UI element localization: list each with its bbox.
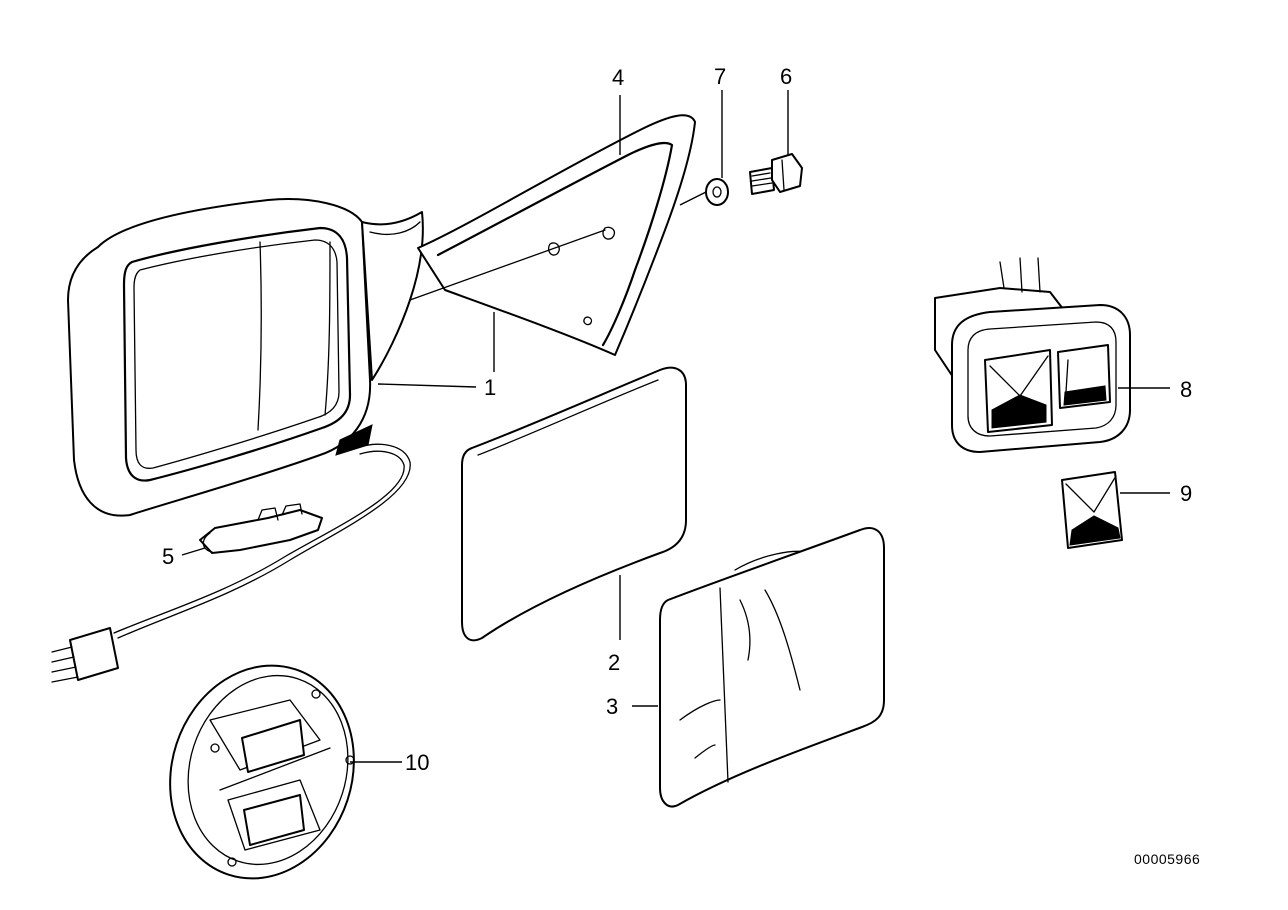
leader-lines <box>181 90 1170 763</box>
callout-9: 9 <box>1180 481 1192 506</box>
callout-5: 5 <box>162 544 174 569</box>
hex-bolt <box>749 153 803 195</box>
mirror-base <box>409 114 696 356</box>
mirror-switch <box>934 257 1131 453</box>
cable-connector <box>51 627 119 683</box>
washer <box>705 178 729 206</box>
heated-mirror-glass <box>659 527 885 808</box>
callout-1: 1 <box>484 375 496 400</box>
switch-button <box>1061 471 1123 549</box>
callout-8: 8 <box>1180 377 1192 402</box>
callout-2: 2 <box>608 650 620 675</box>
callout-3: 3 <box>606 694 618 719</box>
callout-6: 6 <box>780 64 792 89</box>
mirror-housing <box>67 198 424 639</box>
trim-clip <box>199 503 323 554</box>
callout-4: 4 <box>612 65 624 90</box>
mirror-glass <box>461 366 687 642</box>
callout-10: 10 <box>405 750 429 775</box>
diagram-code: 00005966 <box>1134 851 1200 867</box>
callout-7: 7 <box>714 64 726 89</box>
mirror-motor <box>169 664 355 880</box>
